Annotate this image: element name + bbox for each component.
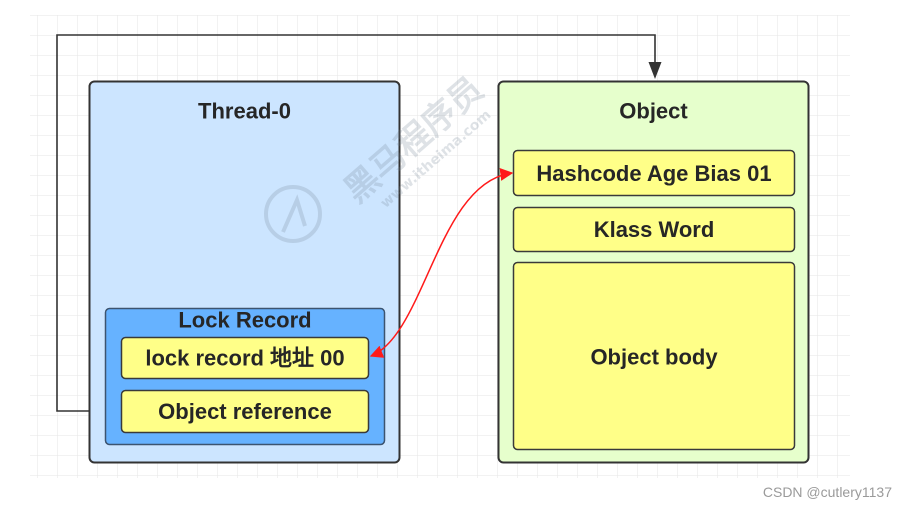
object-title: Object — [619, 99, 688, 124]
thread-box: Thread-0 Lock Record lock record 地址 00 O… — [88, 80, 401, 464]
lock-record-address-field — [120, 336, 370, 380]
object-body-label: Object body — [590, 345, 718, 370]
connector-arrowhead — [648, 62, 662, 79]
mark-word-label: Hashcode Age Bias 01 — [536, 161, 771, 186]
watermark-logo-mark — [281, 194, 307, 233]
lock-record-address-label: lock record 地址 00 — [145, 346, 344, 371]
klass-word-field — [512, 206, 796, 253]
credit-text: CSDN @cutlery1137 — [763, 484, 892, 500]
lock-record-mark-word-link — [369, 167, 514, 358]
object-reference-connector — [56, 34, 656, 412]
object-reference-field — [120, 389, 370, 434]
object-body-field — [512, 261, 796, 451]
thread-title: Thread-0 — [198, 99, 291, 124]
object-box: Object Hashcode Age Bias 01 Klass Word O… — [497, 80, 810, 464]
lock-record: Lock Record lock record 地址 00 Object ref… — [104, 308, 386, 446]
mark-word-field — [512, 149, 796, 197]
lock-record-title: Lock Record — [178, 308, 311, 333]
object-reference-label: Object reference — [158, 399, 332, 424]
klass-word-label: Klass Word — [594, 217, 715, 242]
watermark-logo-icon — [264, 185, 322, 243]
